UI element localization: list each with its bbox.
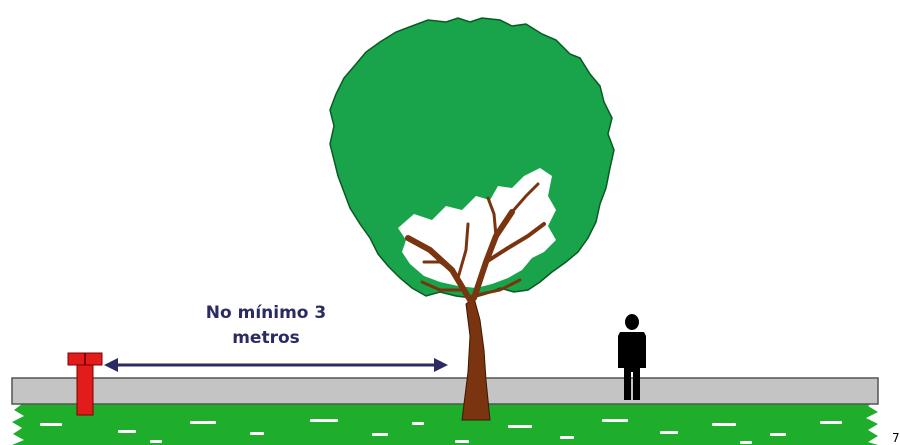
distance-arrow <box>104 358 448 372</box>
page-number: 7 <box>892 431 900 445</box>
sidewalk <box>12 378 878 404</box>
grass-strip <box>0 400 900 445</box>
tree-trunk <box>462 298 490 420</box>
tree-icon <box>330 18 614 420</box>
distance-label-line2: metros <box>232 328 300 348</box>
distance-label-line1: No mínimo 3 <box>206 303 326 323</box>
